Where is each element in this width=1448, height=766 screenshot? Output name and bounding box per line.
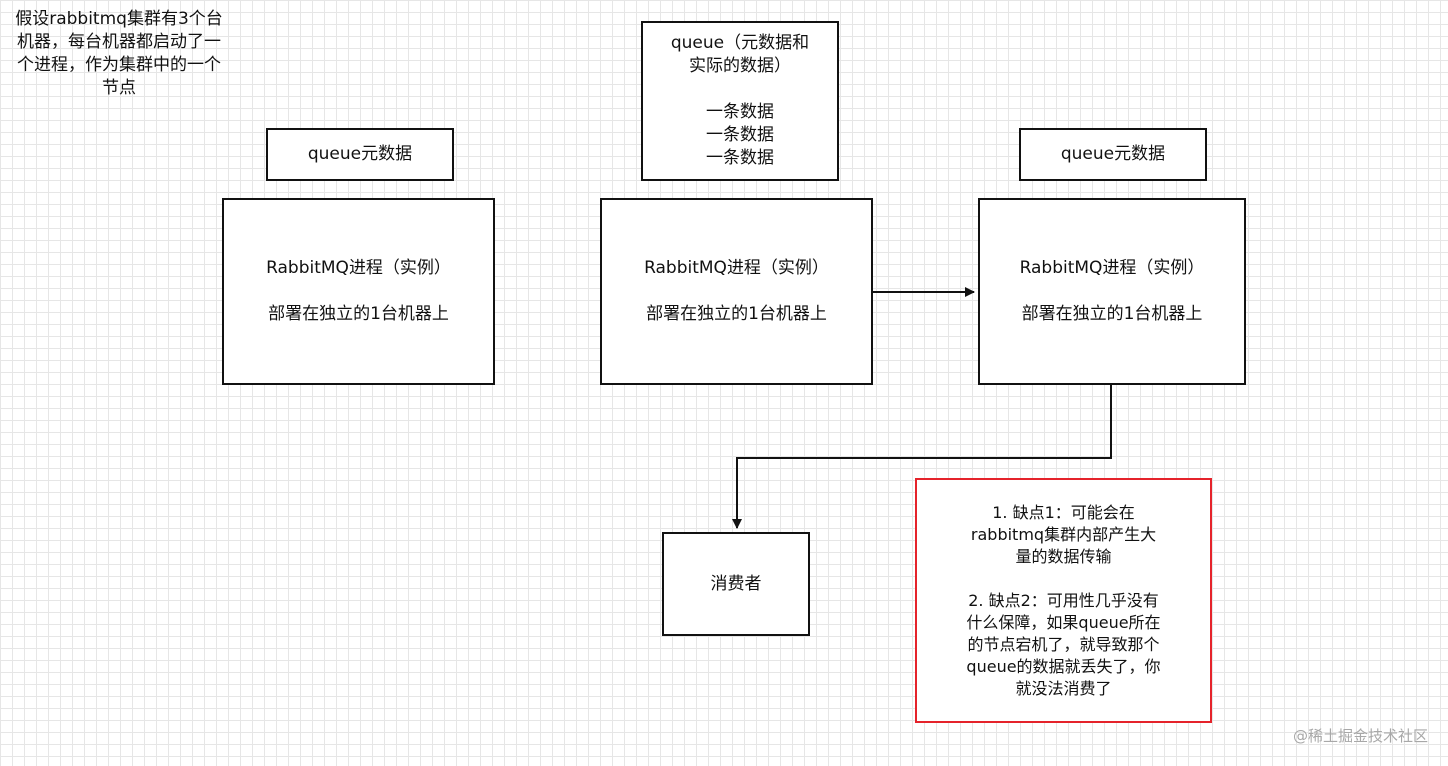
intro-note-line: 个进程，作为集群中的一个 [17, 55, 221, 75]
queue-full-title-line: 实际的数据） [689, 56, 791, 76]
rabbitmq-node-title: RabbitMQ进程（实例） [644, 258, 829, 278]
rabbitmq-node-1: RabbitMQ进程（实例） 部署在独立的1台机器上 [222, 198, 495, 385]
drawback-2-line: 什么保障，如果queue所在 [966, 612, 1161, 632]
queue-data-row: 一条数据 [706, 148, 774, 168]
queue-data-row: 一条数据 [706, 102, 774, 122]
queue-metadata-box-left: queue元数据 [266, 128, 454, 181]
drawback-2-line: 就没法消费了 [1015, 678, 1112, 698]
queue-metadata-box-right: queue元数据 [1019, 128, 1207, 181]
rabbitmq-node-2: RabbitMQ进程（实例） 部署在独立的1台机器上 [600, 198, 873, 385]
watermark: @稀土掘金技术社区 [1292, 727, 1428, 745]
queue-full-title-line: queue（元数据和 [670, 33, 810, 53]
rabbitmq-node-3: RabbitMQ进程（实例） 部署在独立的1台机器上 [978, 198, 1246, 385]
queue-metadata-label: queue元数据 [1060, 144, 1166, 164]
rabbitmq-node-title: RabbitMQ进程（实例） [266, 258, 451, 278]
arrow-node3-to-consumer [732, 384, 1112, 529]
rabbitmq-node-title: RabbitMQ进程（实例） [1019, 258, 1205, 278]
drawback-1-line: 1. 缺点1：可能会在 [992, 502, 1135, 522]
intro-note: 假设rabbitmq集群有3个台 机器，每台机器都启动了一 个进程，作为集群中的… [0, 8, 238, 100]
drawback-1-line: 量的数据传输 [1015, 546, 1112, 566]
queue-data-row: 一条数据 [706, 125, 774, 145]
intro-note-line: 机器，每台机器都启动了一 [17, 32, 221, 52]
rabbitmq-node-subtitle: 部署在独立的1台机器上 [646, 304, 827, 324]
intro-note-line: 节点 [102, 78, 136, 98]
drawback-2-line: 的节点宕机了，就导致那个 [967, 634, 1160, 654]
drawback-1-line: rabbitmq集群内部产生大 [970, 524, 1157, 544]
rabbitmq-node-subtitle: 部署在独立的1台机器上 [1021, 304, 1203, 324]
drawback-2-line: queue的数据就丢失了，你 [966, 656, 1161, 676]
consumer-label: 消费者 [710, 573, 762, 594]
rabbitmq-node-subtitle: 部署在独立的1台机器上 [268, 304, 449, 324]
drawback-2-line: 2. 缺点2：可用性几乎没有 [968, 590, 1159, 610]
intro-note-line: 假设rabbitmq集群有3个台 [15, 9, 223, 29]
drawbacks-note: 1. 缺点1：可能会在 rabbitmq集群内部产生大 量的数据传输 2. 缺点… [915, 478, 1212, 723]
queue-full-data-box: queue（元数据和 实际的数据） 一条数据 一条数据 一条数据 [641, 21, 839, 181]
queue-metadata-label: queue元数据 [307, 144, 413, 164]
consumer-box: 消费者 [662, 532, 810, 636]
